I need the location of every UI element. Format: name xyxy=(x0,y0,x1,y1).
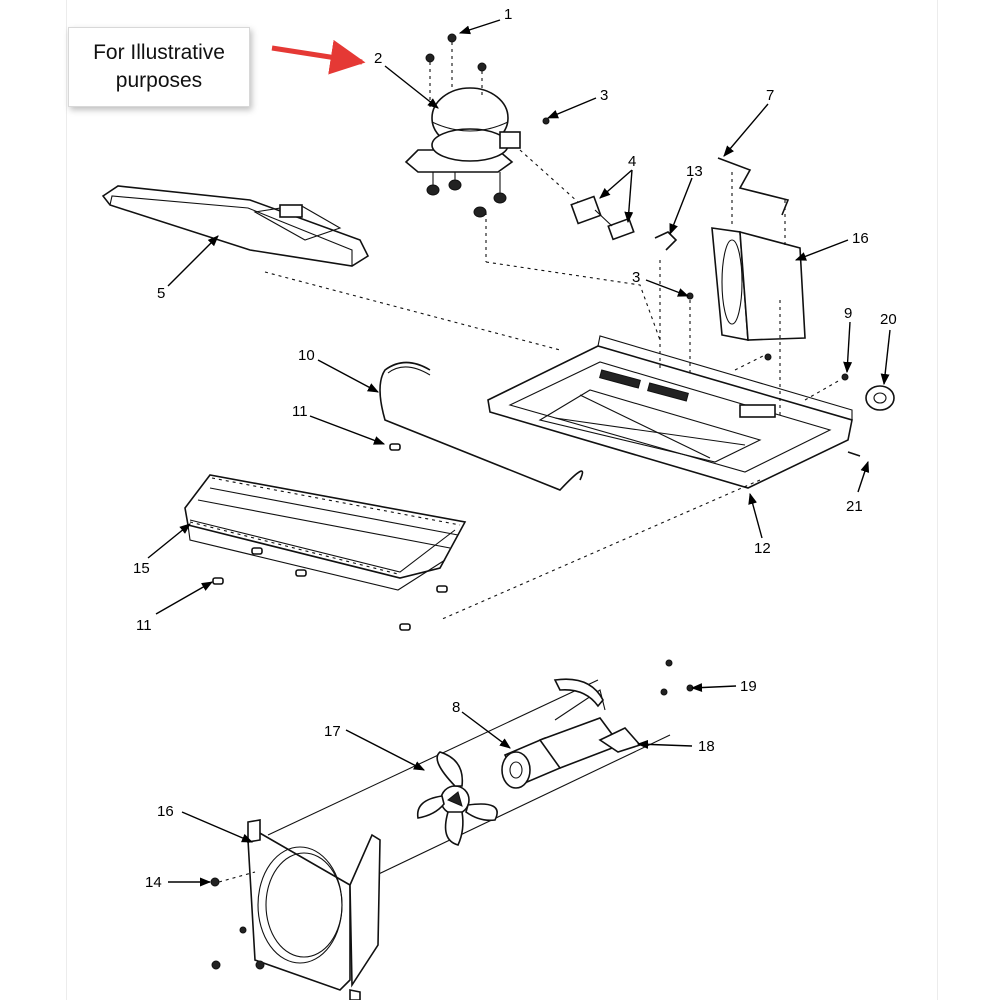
callout-11-lower: 11 xyxy=(136,617,152,634)
callout-21: 21 xyxy=(846,498,863,515)
callout-labels: 1 2 3 4 5 7 13 16 3 9 20 10 11 21 12 15 … xyxy=(133,6,897,891)
callout-19: 19 xyxy=(740,678,757,695)
callout-8: 8 xyxy=(452,699,460,716)
compressor-bolts xyxy=(425,33,487,110)
base-pan xyxy=(439,212,853,621)
callout-12: 12 xyxy=(754,540,771,557)
callout-18: 18 xyxy=(698,738,715,755)
red-pointer-arrow xyxy=(271,39,366,75)
fan-shroud-lower xyxy=(210,819,381,1000)
callout-16-lower: 16 xyxy=(157,803,174,820)
callout-11-upper: 11 xyxy=(292,403,308,420)
leader-lines xyxy=(147,19,891,887)
callout-7: 7 xyxy=(766,87,774,104)
pin xyxy=(847,451,861,457)
callout-15: 15 xyxy=(133,560,150,577)
callout-13: 13 xyxy=(686,163,703,180)
callout-9: 9 xyxy=(844,305,852,322)
fan-shroud-upper xyxy=(711,172,806,341)
callout-16-upper: 16 xyxy=(852,230,869,247)
callout-10: 10 xyxy=(298,347,315,364)
callout-20: 20 xyxy=(880,311,897,328)
callout-1: 1 xyxy=(504,6,512,23)
clip xyxy=(654,231,678,251)
small-screws xyxy=(542,117,849,381)
callout-3-lower: 3 xyxy=(632,269,640,286)
callout-4: 4 xyxy=(628,153,636,170)
callout-2: 2 xyxy=(374,50,382,67)
illustrative-note: For Illustrative purposes xyxy=(68,27,250,107)
condenser-coil xyxy=(184,474,467,591)
wire-bracket xyxy=(717,157,790,216)
illustrative-note-text: For Illustrative purposes xyxy=(93,41,225,92)
grommet xyxy=(865,385,895,411)
defrost-tube xyxy=(379,361,584,491)
callout-5: 5 xyxy=(157,285,165,302)
compressor xyxy=(404,87,521,218)
tube-clips xyxy=(212,443,448,631)
fan-blade xyxy=(416,751,498,846)
start-relay xyxy=(519,149,635,241)
callout-3-upper: 3 xyxy=(600,87,608,104)
fan-motor-assembly xyxy=(267,659,694,891)
drain-pan xyxy=(101,185,561,351)
callout-17: 17 xyxy=(324,723,341,740)
callout-14: 14 xyxy=(145,874,162,891)
